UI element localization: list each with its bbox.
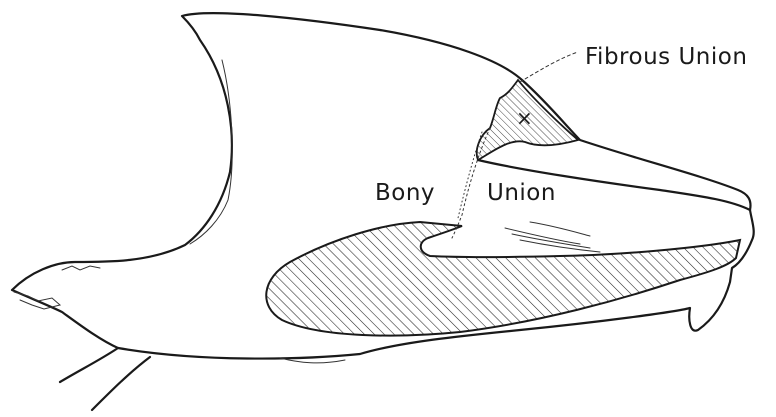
- blade-texture: [505, 222, 600, 252]
- lower-process: [60, 348, 150, 410]
- fibrous-union-label: Fibrous Union: [585, 44, 747, 70]
- fibrous-union-leader: [520, 52, 578, 82]
- hatched-region: [266, 222, 740, 336]
- left-jagged-edge-2: [62, 266, 100, 270]
- union-label: Union: [487, 180, 556, 206]
- marker-cross: ×: [516, 106, 533, 130]
- bony-label: Bony: [375, 180, 435, 206]
